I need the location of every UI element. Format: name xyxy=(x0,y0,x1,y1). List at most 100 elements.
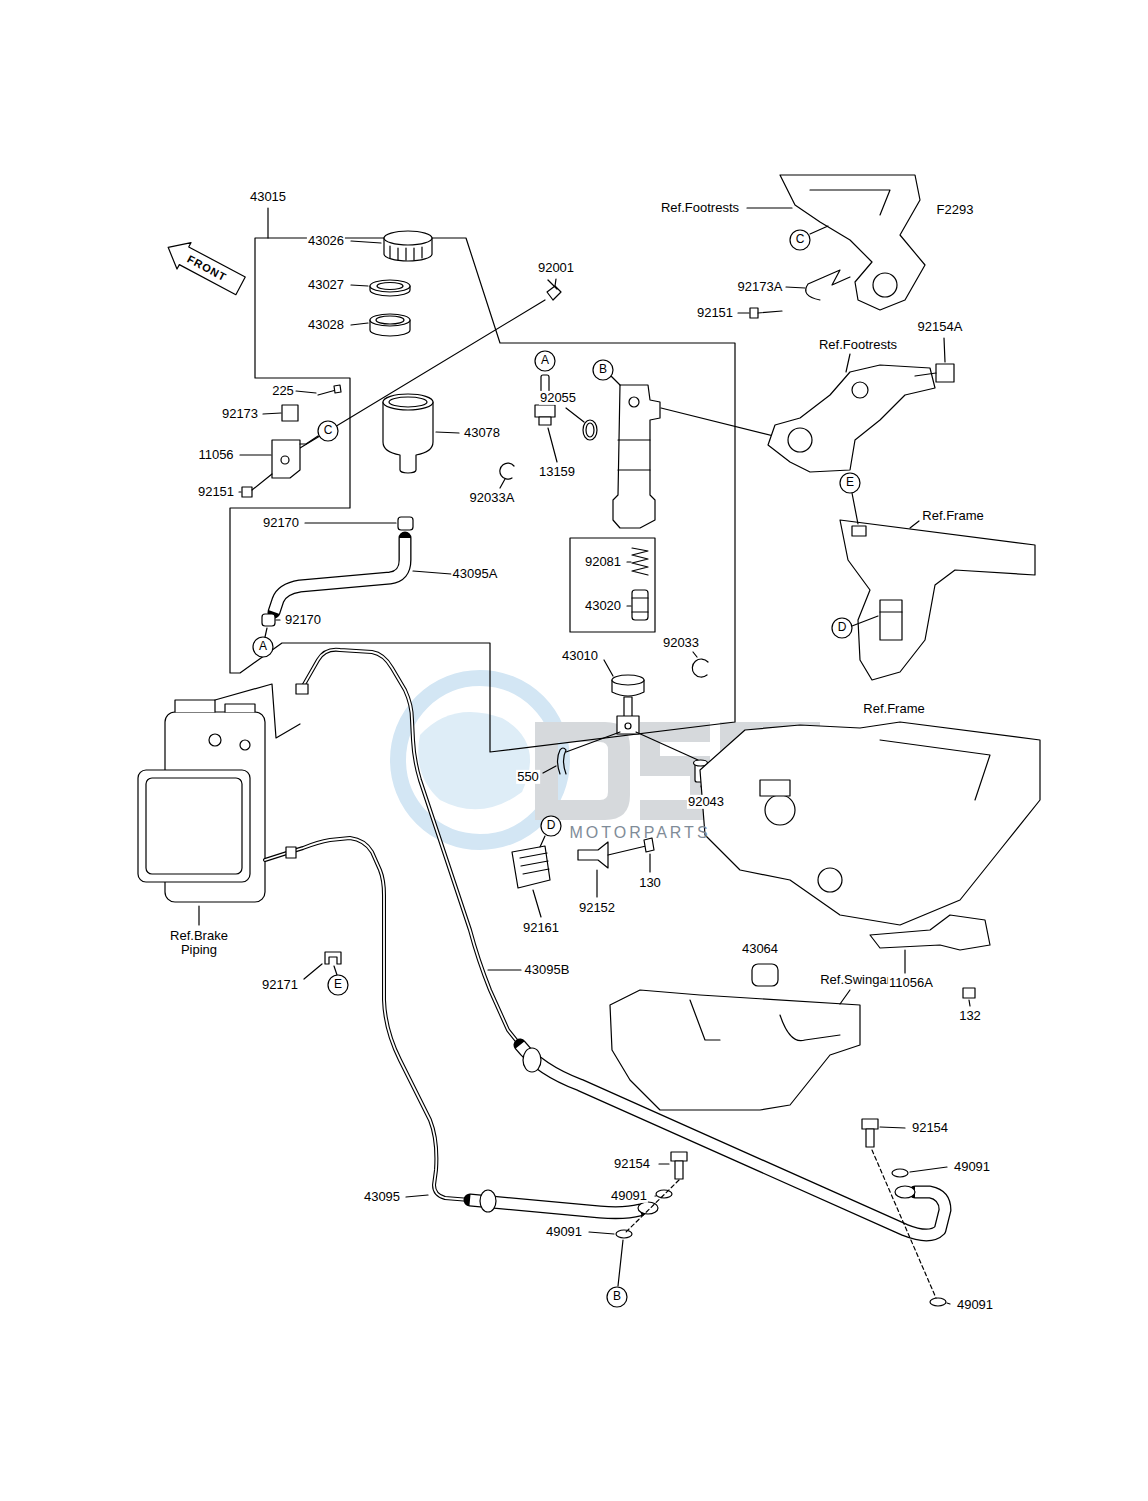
callout-label: 49091 xyxy=(956,1298,994,1312)
reference-letter-circle: B xyxy=(592,359,614,381)
pipe-clip xyxy=(325,952,341,964)
circle-shape xyxy=(840,473,860,493)
callout-label: 43064 xyxy=(741,942,779,956)
reference-letter: C xyxy=(796,233,805,246)
reference-letter: A xyxy=(541,354,549,367)
circle-shape xyxy=(832,618,852,638)
callout-label: 92161 xyxy=(522,921,560,935)
reference-letter: D xyxy=(838,621,847,634)
reference-letter-circle: C xyxy=(789,229,811,251)
callout-label: 92171 xyxy=(261,978,299,992)
reservoir xyxy=(383,394,433,473)
callout-label: 225 xyxy=(271,384,295,398)
reference-letter: A xyxy=(259,640,267,653)
callout-label: 550 xyxy=(516,770,540,784)
reference-letter: B xyxy=(613,1290,621,1303)
hose-clamp xyxy=(262,517,413,626)
reference-letter: E xyxy=(846,476,854,489)
callout-label: 92151 xyxy=(197,485,235,499)
reference-letter-circle: D xyxy=(540,815,562,837)
callout-label: 13159 xyxy=(538,465,576,479)
reservoir-cap xyxy=(384,231,432,261)
reference-letter-circle: A xyxy=(534,350,556,372)
circlip xyxy=(692,659,708,677)
watermark-text: MOTORPARTS xyxy=(568,824,711,842)
reference-letter-circle: E xyxy=(839,472,861,494)
callout-label: 132 xyxy=(958,1009,982,1023)
reference-letter: C xyxy=(324,424,333,437)
reference-letter: B xyxy=(599,363,607,376)
reference-letter-circle: C xyxy=(317,420,339,442)
callout-label: 11056A xyxy=(888,976,934,990)
callout-label: 92055 xyxy=(539,391,577,405)
frame-reference xyxy=(700,722,1040,998)
callout-label: 92033 xyxy=(662,636,700,650)
callout-label: 43078 xyxy=(463,426,501,440)
callout-label: 49091 xyxy=(610,1189,648,1203)
o-ring xyxy=(583,420,597,440)
callout-label: Ref.Footrests xyxy=(660,201,740,215)
circle-shape xyxy=(607,1287,627,1307)
group-bracket xyxy=(230,238,735,752)
callout-label: 92001 xyxy=(537,261,575,275)
callout-label: Ref.Footrests xyxy=(818,338,898,352)
callout-label: 43026 xyxy=(307,234,345,248)
callout-label: 43095 xyxy=(363,1190,401,1204)
callout-label: 92173A xyxy=(737,280,784,294)
callout-label: 92154 xyxy=(613,1157,651,1171)
callout-label: 92033A xyxy=(469,491,516,505)
circle-shape xyxy=(328,975,348,995)
callout-label: F2293 xyxy=(936,203,975,217)
callout-label: 92152 xyxy=(578,901,616,915)
circle-shape xyxy=(535,351,555,371)
callout-label: 49091 xyxy=(545,1225,583,1239)
circle-shape xyxy=(253,637,273,657)
footrest-reference xyxy=(768,364,954,472)
front-arrow xyxy=(161,234,247,299)
reference-letter-circle: E xyxy=(327,974,349,996)
sub-assembly-bracket xyxy=(570,538,655,632)
bolt xyxy=(547,280,561,300)
callout-label: 49091 xyxy=(953,1160,991,1174)
circle-shape xyxy=(790,230,810,250)
circlip xyxy=(500,463,514,479)
callout-label: 92081 xyxy=(584,555,622,569)
callout-label: Ref.Frame xyxy=(921,509,984,523)
callout-label: Ref.Brake Piping xyxy=(157,929,241,958)
rubber-boot xyxy=(512,838,654,888)
reference-letter: D xyxy=(547,819,556,832)
reservoir-bracket xyxy=(242,385,341,497)
diaphragm-plate xyxy=(370,280,410,296)
reference-letter-circle: A xyxy=(252,636,274,658)
circle-shape xyxy=(593,360,613,380)
callout-label: 43020 xyxy=(584,599,622,613)
callout-label: 43010 xyxy=(561,649,599,663)
reference-letter-circle: B xyxy=(606,1286,628,1308)
callout-label: 92151 xyxy=(696,306,734,320)
abs-unit xyxy=(138,700,265,902)
callout-label: 92170 xyxy=(284,613,322,627)
reference-letter: E xyxy=(334,978,342,991)
callout-label: Ref.Frame xyxy=(862,702,925,716)
master-cylinder xyxy=(613,385,660,528)
callout-label: 43015 xyxy=(249,190,287,204)
diaphragm xyxy=(370,314,410,336)
circle-shape xyxy=(318,421,338,441)
reference-letter-circle: D xyxy=(831,617,853,639)
footrest-reference xyxy=(750,175,925,318)
callout-label: 92154 xyxy=(911,1121,949,1135)
callout-label: 43028 xyxy=(307,318,345,332)
callout-label: 92170 xyxy=(262,516,300,530)
banjo-bolt xyxy=(862,1119,946,1306)
callout-label: 43027 xyxy=(307,278,345,292)
callout-label: 43095A xyxy=(452,567,499,581)
direction-label: FRONT xyxy=(184,252,229,284)
callout-label: 130 xyxy=(638,876,662,890)
callout-label: 11056 xyxy=(197,448,234,462)
callout-label: 92173 xyxy=(221,407,259,421)
group-bracket xyxy=(267,208,268,238)
spring-piston xyxy=(632,548,648,620)
circle-shape xyxy=(541,816,561,836)
